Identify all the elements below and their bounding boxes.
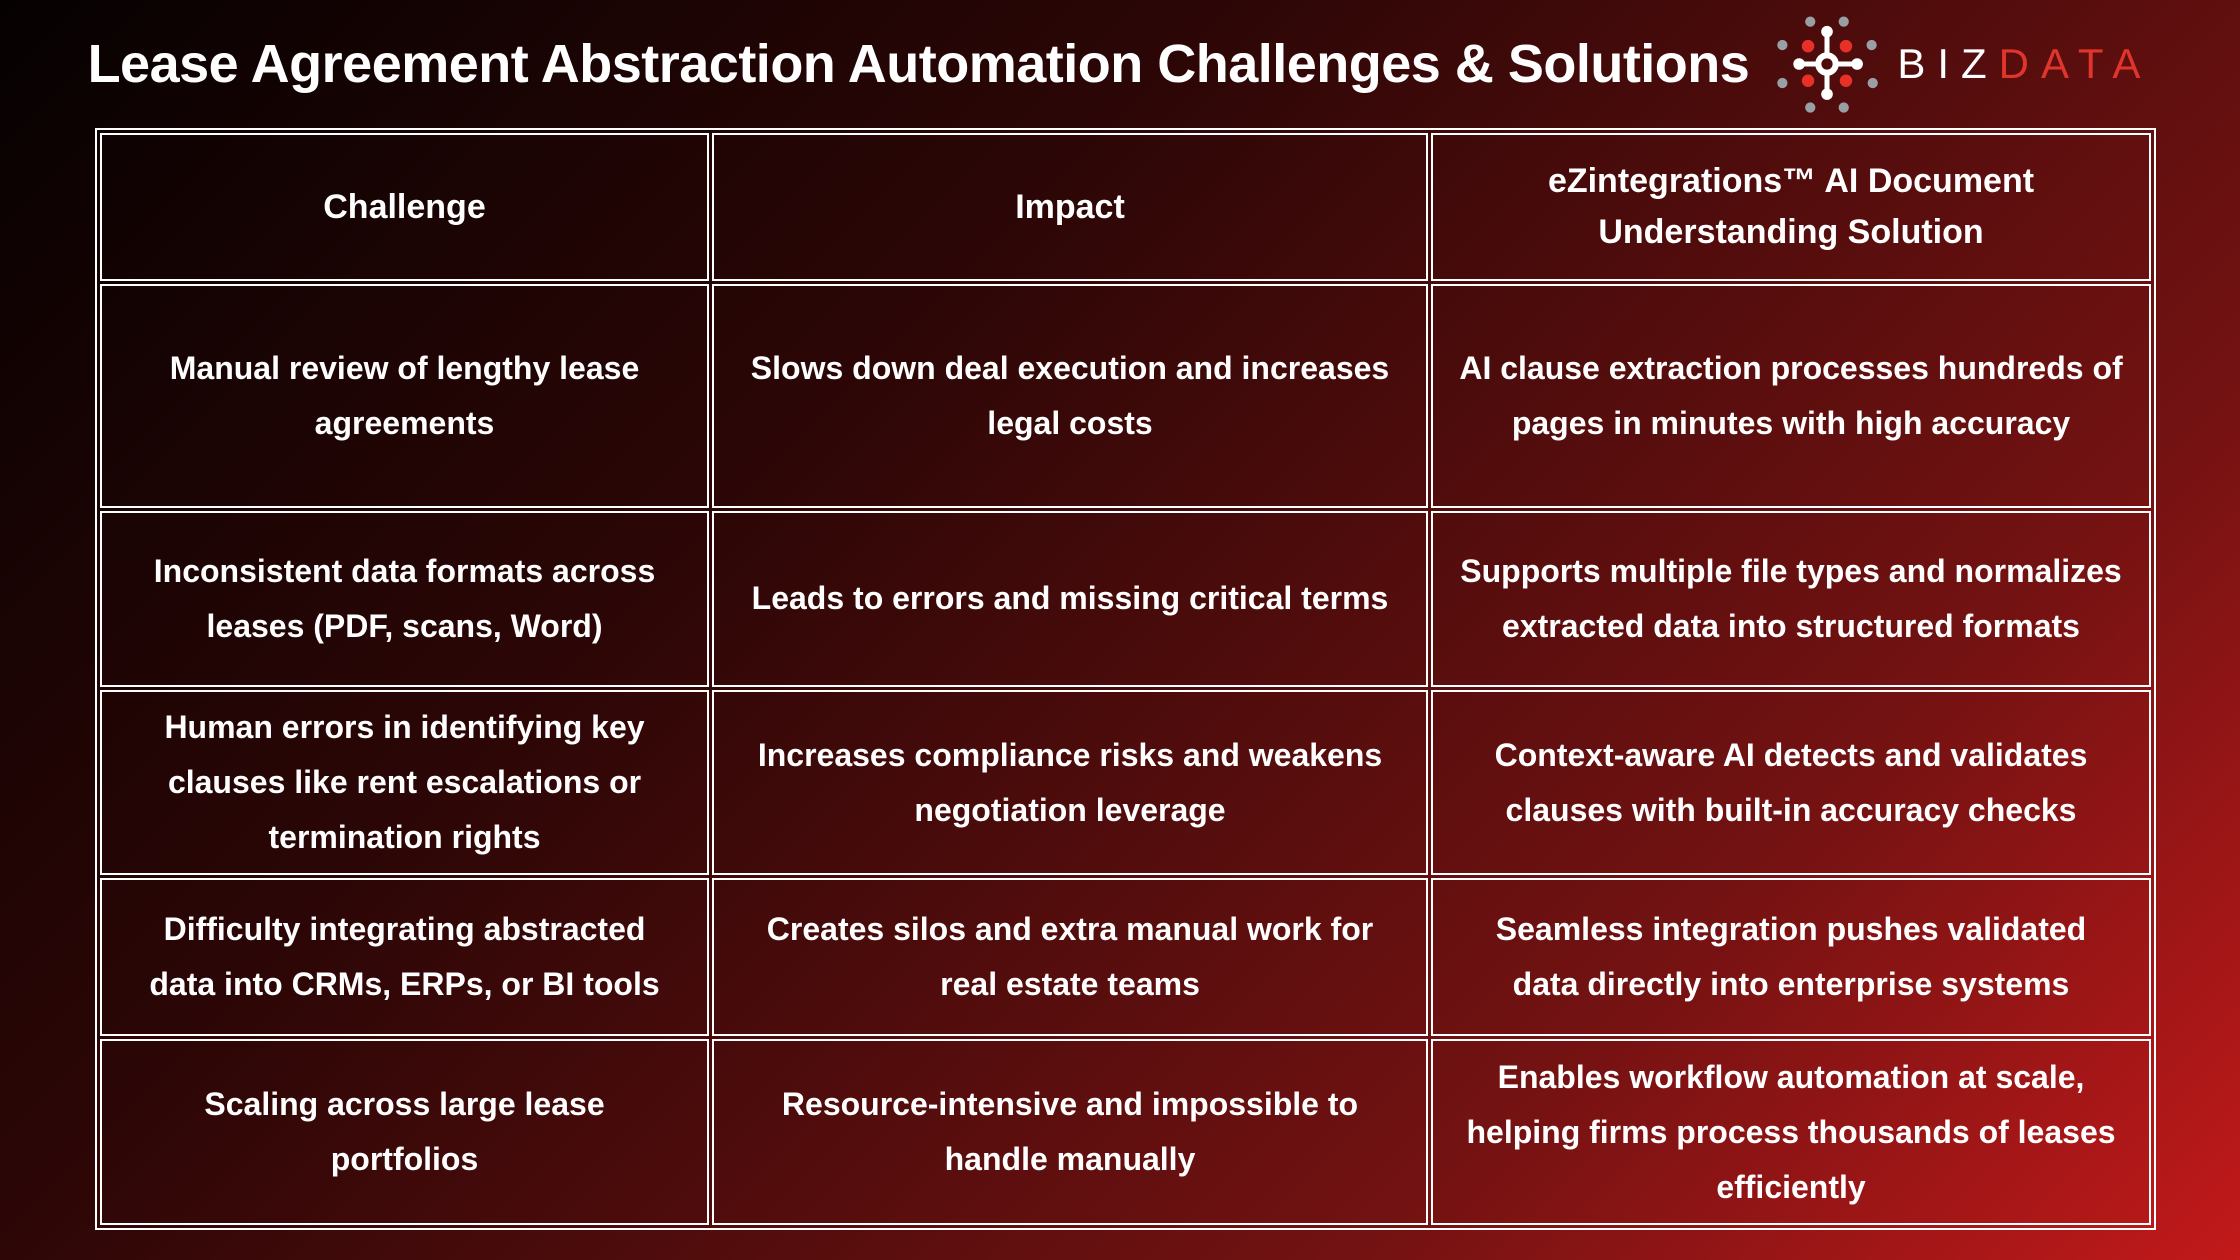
header: Lease Agreement Abstraction Automation C… (0, 0, 2240, 128)
column-header-impact: Impact (712, 133, 1428, 281)
table-row: Human errors in identifying key clauses … (100, 690, 2151, 876)
brand-biz-text: BIZ (1897, 40, 1999, 87)
cell-impact: Increases compliance risks and weakens n… (712, 690, 1428, 876)
cell-impact: Leads to errors and missing critical ter… (712, 511, 1428, 687)
brand-data-text: DATA (1998, 40, 2153, 87)
brand-wordmark: BIZDATA (1897, 40, 2152, 88)
challenges-solutions-table: Challenge Impact eZintegrations™ AI Docu… (95, 128, 2156, 1231)
cell-solution: Supports multiple file types and normali… (1431, 511, 2151, 687)
cell-challenge: Human errors in identifying key clauses … (100, 690, 709, 876)
table-row: Difficulty integrating abstracted data i… (100, 878, 2151, 1037)
table-header-row: Challenge Impact eZintegrations™ AI Docu… (100, 133, 2151, 281)
table-row: Scaling across large lease portfolios Re… (100, 1039, 2151, 1226)
cell-challenge: Manual review of lengthy lease agreement… (100, 284, 709, 508)
table-row: Inconsistent data formats across leases … (100, 511, 2151, 687)
cell-challenge: Difficulty integrating abstracted data i… (100, 878, 709, 1037)
cell-impact: Resource-intensive and impossible to han… (712, 1039, 1428, 1226)
column-header-challenge: Challenge (100, 133, 709, 281)
cell-impact: Slows down deal execution and increases … (712, 284, 1428, 508)
cell-solution: AI clause extraction processes hundreds … (1431, 284, 2151, 508)
brand: BIZDATA (1771, 6, 2152, 122)
cell-solution: Enables workflow automation at scale, he… (1431, 1039, 2151, 1226)
table-row: Manual review of lengthy lease agreement… (100, 284, 2151, 508)
page-title: Lease Agreement Abstraction Automation C… (87, 34, 1750, 94)
cell-impact: Creates silos and extra manual work for … (712, 878, 1428, 1037)
bizdata-logo-icon (1777, 16, 1879, 113)
cell-challenge: Inconsistent data formats across leases … (100, 511, 709, 687)
column-header-solution: eZintegrations™ AI Document Understandin… (1431, 133, 2151, 281)
cell-solution: Seamless integration pushes validated da… (1431, 878, 2151, 1037)
cell-challenge: Scaling across large lease portfolios (100, 1039, 709, 1226)
cell-solution: Context-aware AI detects and validates c… (1431, 690, 2151, 876)
